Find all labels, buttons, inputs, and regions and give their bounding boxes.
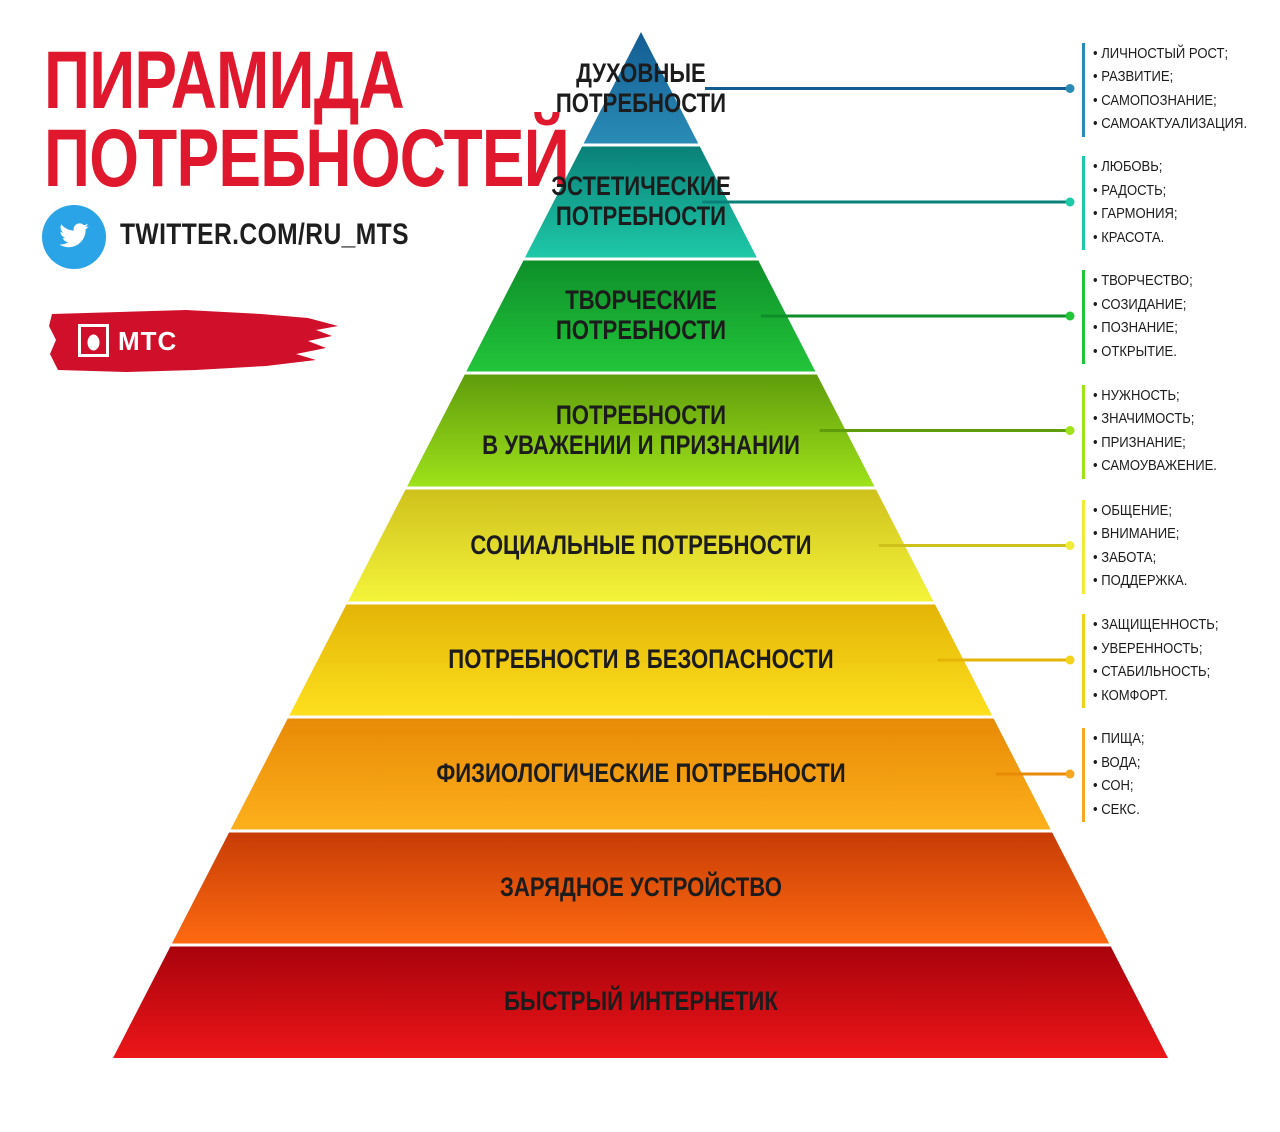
- needs-detail-item: • СОН;: [1093, 778, 1134, 794]
- pyramid-level-8: [171, 832, 1110, 944]
- twitter-bird-icon[interactable]: [42, 205, 106, 269]
- connector-dot: [1065, 541, 1075, 550]
- pyramid-level-label: СОЦИАЛЬНЫЕ ПОТРЕБНОСТИ: [470, 529, 812, 560]
- needs-detail-list: • ЛИЧНОСТЫЙ РОСТ; • РАЗВИТИЕ; • САМОПОЗНАН…: [1082, 42, 1280, 137]
- needs-detail-item: • ПОЗНАНИЕ;: [1093, 320, 1178, 336]
- pyramid-level-label: ТВОРЧЕСКИЕ ПОТРЕБНОСТИ: [555, 285, 727, 345]
- pyramid-level-label: ДУХОВНЫЕ ПОТРЕБНОСТИ: [555, 57, 727, 118]
- needs-detail-item: • САМОУВАЖЕНИЕ.: [1093, 458, 1217, 474]
- needs-detail-item: • ВНИМАНИЕ;: [1093, 526, 1180, 542]
- connector-dot: [1065, 769, 1075, 779]
- needs-detail-list: • НУЖНОСТЬ; • ЗНАЧИМОСТЬ; • ПРИЗНАНИЕ; • СА…: [1082, 384, 1280, 479]
- mts-logo-brush: [49, 310, 338, 372]
- connector-dot: [1065, 311, 1075, 321]
- connector-dot: [1065, 426, 1075, 435]
- pyramid-level-6: [289, 604, 993, 716]
- connector-dot: [1065, 655, 1075, 665]
- needs-detail-item: • РАЗВИТИЕ;: [1093, 69, 1174, 85]
- pyramid-level-9: [113, 946, 1168, 1058]
- needs-detail-item: • ЗАБОТА;: [1093, 549, 1157, 566]
- pyramid-level-label: БЫСТРЫЙ ИНТЕРНЕТИК: [504, 985, 778, 1016]
- needs-detail-item: • ЗНАЧИМОСТЬ;: [1093, 411, 1195, 427]
- needs-detail-item: • ГАРМОНИЯ;: [1093, 206, 1178, 222]
- needs-detail-item: • ТВОРЧЕСТВО;: [1093, 273, 1193, 289]
- needs-detail-item: • ВОДА;: [1093, 754, 1141, 771]
- pyramid-level-4: [407, 374, 875, 487]
- needs-detail-item: • САМОАКТУАЛИЗАЦИЯ.: [1093, 116, 1248, 132]
- pyramid-level-label: ПОТРЕБНОСТИ В УВАЖЕНИИ И ПРИЗНАНИИ: [482, 399, 800, 460]
- needs-detail-list: • ЗАЩИЩЕННОСТЬ; • УВЕРЕННОСТЬ; • СТАБИЛЬНО…: [1082, 614, 1280, 708]
- needs-detail-item: • ОБЩЕНИЕ;: [1093, 502, 1172, 519]
- title-line-1: ПИРАМИДА: [44, 35, 405, 126]
- needs-detail-item: • СОЗИДАНИЕ;: [1093, 296, 1187, 313]
- needs-detail-item: • ЗАЩИЩЕННОСТЬ;: [1093, 617, 1219, 633]
- needs-detail-list: • ПИЩА; • ВОДА; • СОН; • СЕКС.: [1082, 728, 1280, 822]
- needs-detail-item: • САМОПОЗНАНИЕ;: [1093, 92, 1217, 109]
- pyramid-level-label: ПОТРЕБНОСТИ В БЕЗОПАСНОСТИ: [448, 644, 834, 674]
- title-line-2: ПОТРЕБНОСТЕЙ: [44, 113, 570, 204]
- pyramid-level-5: [347, 489, 934, 602]
- needs-detail-list: • ЛЮБОВЬ; • РАДОСТЬ; • ГАРМОНИЯ; • КРАСОТА.: [1082, 156, 1280, 250]
- twitter-handle-link[interactable]: TWITTER.COM/RU_MTS: [120, 218, 409, 251]
- needs-detail-item: • УВЕРЕННОСТЬ;: [1093, 640, 1203, 657]
- pyramid-level-label: ЭСТЕТИЧЕСКИЕ ПОТРЕБНОСТИ: [551, 171, 731, 231]
- needs-detail-item: • РАДОСТЬ;: [1093, 182, 1167, 199]
- pyramid-level-3: [466, 260, 816, 372]
- pyramid-level-1: [583, 32, 699, 144]
- needs-detail-item: • ЛИЧНОСТЫЙ РОСТ;: [1093, 45, 1229, 62]
- pyramid-level-7: [230, 718, 1051, 830]
- connector-dot: [1065, 84, 1075, 93]
- needs-detail-item: • СЕКС.: [1093, 801, 1140, 818]
- needs-detail-item: • НУЖНОСТЬ;: [1093, 387, 1180, 404]
- connector-dot: [1065, 197, 1075, 207]
- needs-detail-item: • ПОДДЕРЖКА.: [1093, 573, 1188, 589]
- pyramid-level-label: ЗАРЯДНОЕ УСТРОЙСТВО: [500, 872, 782, 902]
- mts-egg-logo: [78, 324, 109, 357]
- needs-detail-item: • КОМФОРТ.: [1093, 687, 1168, 704]
- needs-detail-item: • ПИЩА;: [1093, 731, 1145, 747]
- needs-detail-list: • ОБЩЕНИЕ; • ВНИМАНИЕ; • ЗАБОТА; • ПОДДЕРЖК…: [1082, 499, 1280, 594]
- needs-detail-item: • СТАБИЛЬНОСТЬ;: [1093, 664, 1211, 680]
- needs-detail-item: • КРАСОТА.: [1093, 229, 1165, 246]
- mts-logo-text: МТС: [118, 326, 178, 356]
- needs-detail-list: • ТВОРЧЕСТВО; • СОЗИДАНИЕ; • ПОЗНАНИЕ; • ОТ…: [1082, 270, 1280, 364]
- needs-detail-item: • ОТКРЫТИЕ.: [1093, 343, 1177, 360]
- pyramid-level-2: [524, 146, 757, 258]
- pyramid-level-label: ФИЗИОЛОГИЧЕСКИЕ ПОТРЕБНОСТИ: [436, 758, 846, 788]
- needs-detail-item: • ПРИЗНАНИЕ;: [1093, 434, 1186, 451]
- needs-detail-item: • ЛЮБОВЬ;: [1093, 159, 1163, 175]
